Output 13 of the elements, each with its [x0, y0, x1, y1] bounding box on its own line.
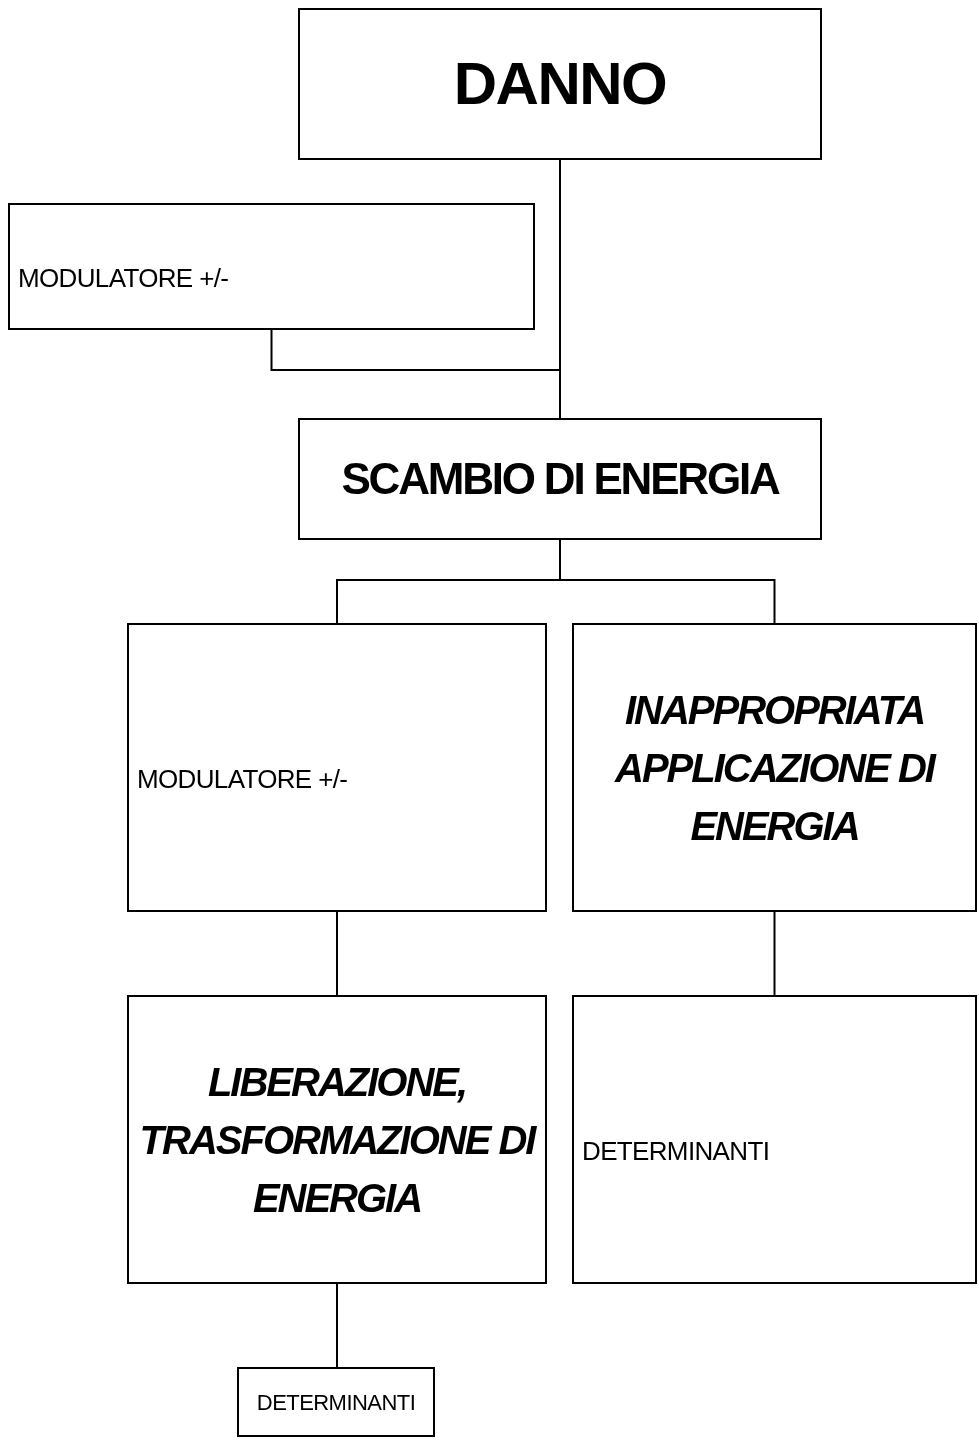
text-box: DETERMINANTI	[237, 1367, 435, 1437]
connector-line	[336, 911, 338, 996]
connector-line	[773, 911, 776, 996]
text-box: MODULATORE +/-	[127, 623, 547, 912]
connector-line	[559, 539, 776, 624]
text-box: DANNO	[298, 8, 822, 160]
text-box: INAPPROPRIATA APPLICAZIONE DI ENERGIA	[572, 623, 977, 912]
connector-line	[270, 329, 561, 419]
connector-line	[336, 1283, 338, 1368]
text-box: MODULATORE +/-	[8, 203, 535, 330]
text-box: SCAMBIO DI ENERGIA	[298, 418, 822, 540]
text-box: LIBERAZIONE, TRASFORMAZIONE DI ENERGIA	[127, 995, 547, 1284]
text-box: DETERMINANTI	[572, 995, 977, 1284]
